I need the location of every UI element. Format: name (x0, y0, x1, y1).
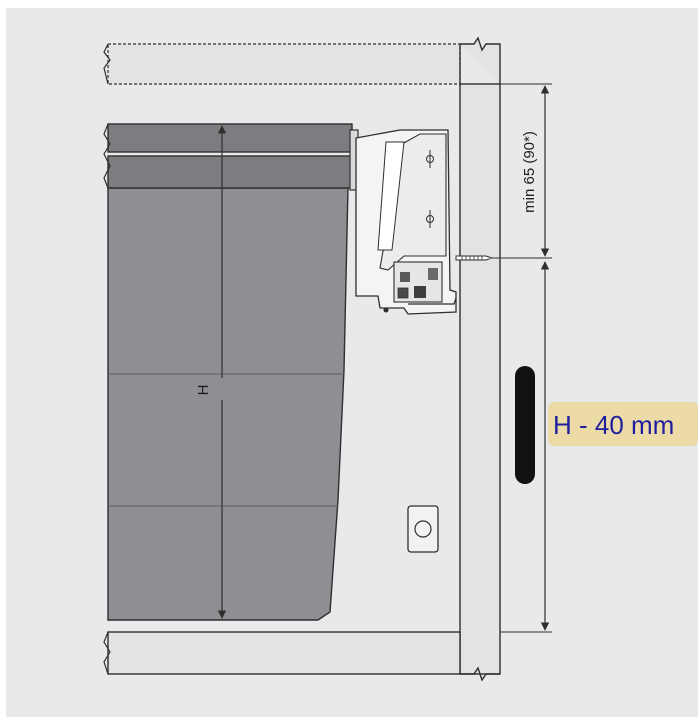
top-shelf-dashed (103, 43, 461, 85)
callout-label: H - 40 mm (553, 410, 674, 440)
panel-height-dimension-line (500, 261, 552, 633)
min-dimension-label: min 65 (90*) (521, 131, 538, 213)
min-dimension-line (492, 83, 552, 259)
waste-bin (103, 123, 359, 621)
screw (455, 255, 494, 261)
cabinet-side-panel (459, 36, 501, 682)
wall-socket (407, 505, 439, 553)
bottom-shelf (103, 631, 461, 675)
height-dimension-line (213, 125, 231, 619)
callout-box (548, 402, 698, 446)
panel-slot (515, 366, 535, 484)
runner-bracket (355, 129, 457, 315)
height-label: H (195, 385, 212, 396)
